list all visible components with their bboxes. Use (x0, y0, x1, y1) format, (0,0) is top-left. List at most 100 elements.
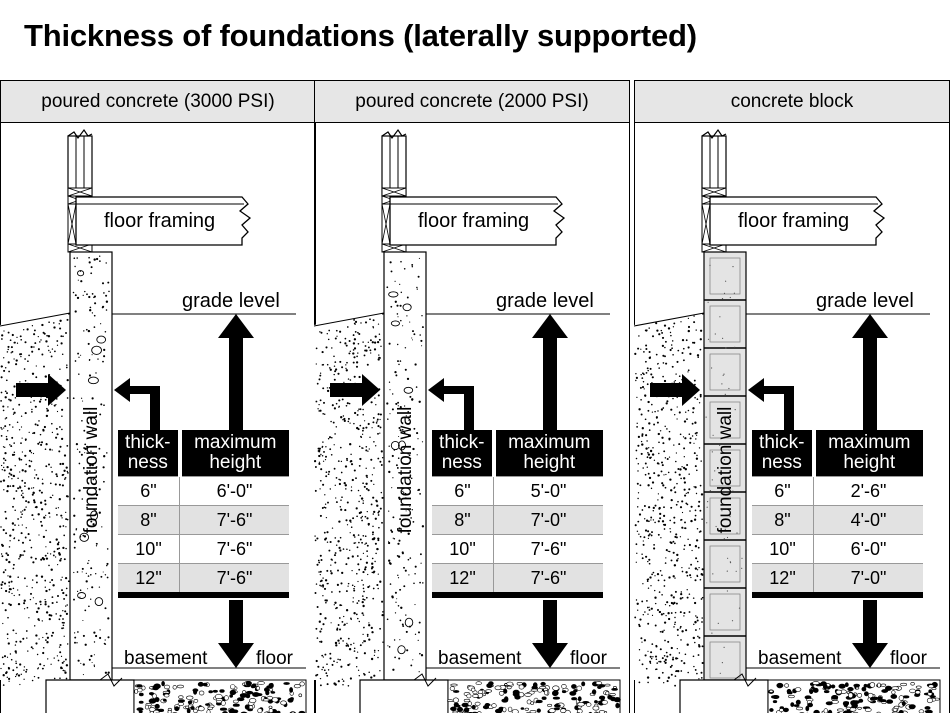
soil-speckle (7, 642, 10, 645)
concrete-speckle (399, 360, 402, 362)
soil-speckle (323, 531, 326, 534)
soil-speckle (352, 342, 356, 345)
soil-speckle (335, 402, 338, 405)
soil-speckle (329, 570, 332, 572)
soil-speckle (60, 335, 63, 338)
soil-speckle (25, 500, 28, 503)
gravel-stone (548, 708, 556, 713)
soil-speckle (378, 333, 381, 336)
concrete-speckle (95, 573, 97, 575)
height-cell: 2'-6" (813, 476, 923, 506)
soil-speckle (1, 544, 4, 547)
gravel-stone (245, 681, 252, 686)
soil-speckle (363, 568, 367, 571)
height-cell: 5'-0" (493, 476, 603, 506)
soil-speckle (319, 409, 322, 412)
soil-speckle (353, 587, 355, 590)
soil-speckle (647, 409, 650, 412)
soil-speckle (360, 497, 364, 500)
soil-speckle (686, 589, 688, 591)
soil-speckle (692, 655, 695, 658)
soil-speckle (374, 560, 376, 563)
soil-speckle (667, 327, 671, 330)
gravel-stone (877, 696, 883, 702)
soil-speckle (701, 661, 704, 665)
soil-speckle (359, 644, 362, 647)
soil-speckle (342, 548, 345, 550)
soil-speckle (674, 542, 676, 545)
soil-speckle (363, 627, 365, 629)
soil-speckle (646, 440, 648, 442)
concrete-speckle (417, 438, 419, 440)
soil-speckle (677, 669, 680, 673)
soil-speckle (59, 445, 62, 448)
block-speckle (725, 347, 727, 349)
soil-speckle (377, 537, 380, 540)
soil-speckle (679, 611, 682, 614)
soil-speckle (24, 482, 26, 484)
soil-speckle (688, 593, 691, 595)
soil-speckle (656, 462, 659, 465)
soil-speckle (647, 622, 650, 625)
soil-speckle (323, 450, 325, 453)
soil-speckle (367, 573, 369, 576)
gravel-stone (507, 706, 513, 713)
soil-speckle (319, 372, 322, 374)
gravel-stone (244, 704, 250, 710)
soil-speckle (696, 574, 698, 577)
concrete-speckle (103, 355, 106, 358)
soil-speckle (381, 600, 384, 603)
soil-speckle (6, 351, 9, 353)
soil-speckle (326, 541, 329, 543)
concrete-speckle (86, 506, 88, 509)
gravel-stone (198, 690, 205, 696)
soil-speckle (377, 432, 379, 435)
soil-speckle (11, 522, 15, 525)
block-speckle (723, 373, 725, 375)
gravel-stone (561, 684, 567, 689)
soil-speckle (647, 484, 650, 487)
break-mark (701, 128, 727, 140)
concrete-speckle (409, 474, 412, 477)
soil-speckle (362, 633, 364, 636)
soil-speckle (370, 657, 374, 661)
soil-surface-line (0, 312, 71, 327)
soil-speckle (34, 423, 37, 426)
concrete-speckle (417, 488, 421, 491)
soil-speckle (342, 419, 344, 421)
soil-speckle (646, 600, 648, 602)
soil-speckle (61, 627, 64, 630)
soil-speckle (377, 413, 380, 416)
soil-speckle (28, 617, 30, 619)
soil-speckle (663, 514, 666, 517)
concrete-speckle (419, 553, 422, 556)
soil-speckle (676, 647, 678, 650)
concrete-speckle (414, 363, 417, 366)
soil-speckle (674, 414, 676, 416)
soil-speckle (366, 555, 369, 557)
concrete-speckle (95, 257, 99, 261)
soil-speckle (646, 580, 649, 583)
gravel-stone (553, 704, 561, 708)
soil-speckle (28, 465, 31, 468)
gravel-stone (795, 699, 801, 705)
soil-speckle (319, 570, 322, 573)
block-core (709, 401, 741, 439)
soil-speckle (65, 332, 67, 334)
soil-speckle (32, 487, 35, 489)
floor-framing-joist (709, 196, 886, 246)
concrete-speckle (84, 290, 86, 293)
soil-speckle (314, 466, 317, 468)
concrete-speckle (90, 450, 92, 452)
soil-speckle (324, 579, 328, 582)
soil-speckle (326, 583, 328, 585)
soil-speckle (362, 482, 364, 485)
soil-speckle (645, 447, 648, 450)
soil-speckle (52, 554, 55, 557)
gravel-stone (853, 683, 860, 688)
soil-speckle (372, 327, 375, 329)
soil-speckle (315, 627, 318, 630)
soil-speckle (378, 356, 381, 359)
soil-speckle (373, 510, 376, 514)
